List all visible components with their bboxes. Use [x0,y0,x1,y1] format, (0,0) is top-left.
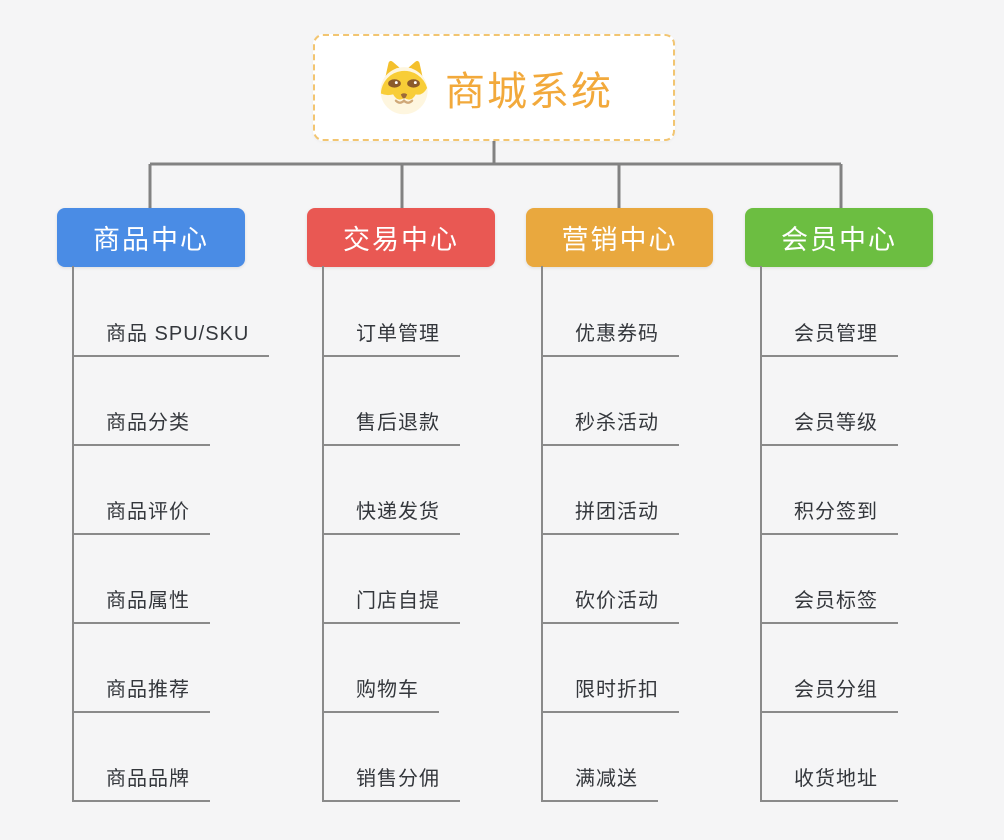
dog-face-icon [380,60,428,114]
root-node[interactable]: 商城系统 [313,34,675,141]
branch-member-center[interactable]: 会员中心 [745,208,933,267]
leaf-node[interactable]: 商品 SPU/SKU [72,321,270,357]
leaf-node[interactable]: 收货地址 [760,766,898,802]
leaf-node[interactable]: 商品品牌 [72,766,210,802]
leaf-node[interactable]: 秒杀活动 [541,410,679,446]
root-title: 商城系统 [445,69,613,114]
branch-product-center[interactable]: 商品中心 [57,208,245,267]
leaf-node[interactable]: 购物车 [322,677,439,713]
leaf-node[interactable]: 商品推荐 [72,677,210,713]
leaf-node[interactable]: 会员管理 [760,321,898,357]
leaf-node[interactable]: 门店自提 [322,588,460,624]
leaf-node[interactable]: 优惠券码 [541,321,679,357]
branch-marketing-center[interactable]: 营销中心 [526,208,713,267]
leaf-node[interactable]: 拼团活动 [541,499,679,535]
leaf-node[interactable]: 砍价活动 [541,588,679,624]
leaf-node[interactable]: 商品属性 [72,588,210,624]
leaf-node[interactable]: 商品评价 [72,499,210,535]
leaf-node[interactable]: 订单管理 [322,321,460,357]
branch-trade-center[interactable]: 交易中心 [307,208,495,267]
leaf-node[interactable]: 积分签到 [760,499,898,535]
leaf-node[interactable]: 会员等级 [760,410,898,446]
leaf-node[interactable]: 满减送 [541,766,658,802]
leaf-node[interactable]: 会员分组 [760,677,898,713]
leaf-node[interactable]: 会员标签 [760,588,898,624]
leaf-node[interactable]: 销售分佣 [322,766,460,802]
leaf-node[interactable]: 快递发货 [322,499,460,535]
leaf-node[interactable]: 商品分类 [72,410,210,446]
leaf-node[interactable]: 售后退款 [322,410,460,446]
leaf-node[interactable]: 限时折扣 [541,677,679,713]
